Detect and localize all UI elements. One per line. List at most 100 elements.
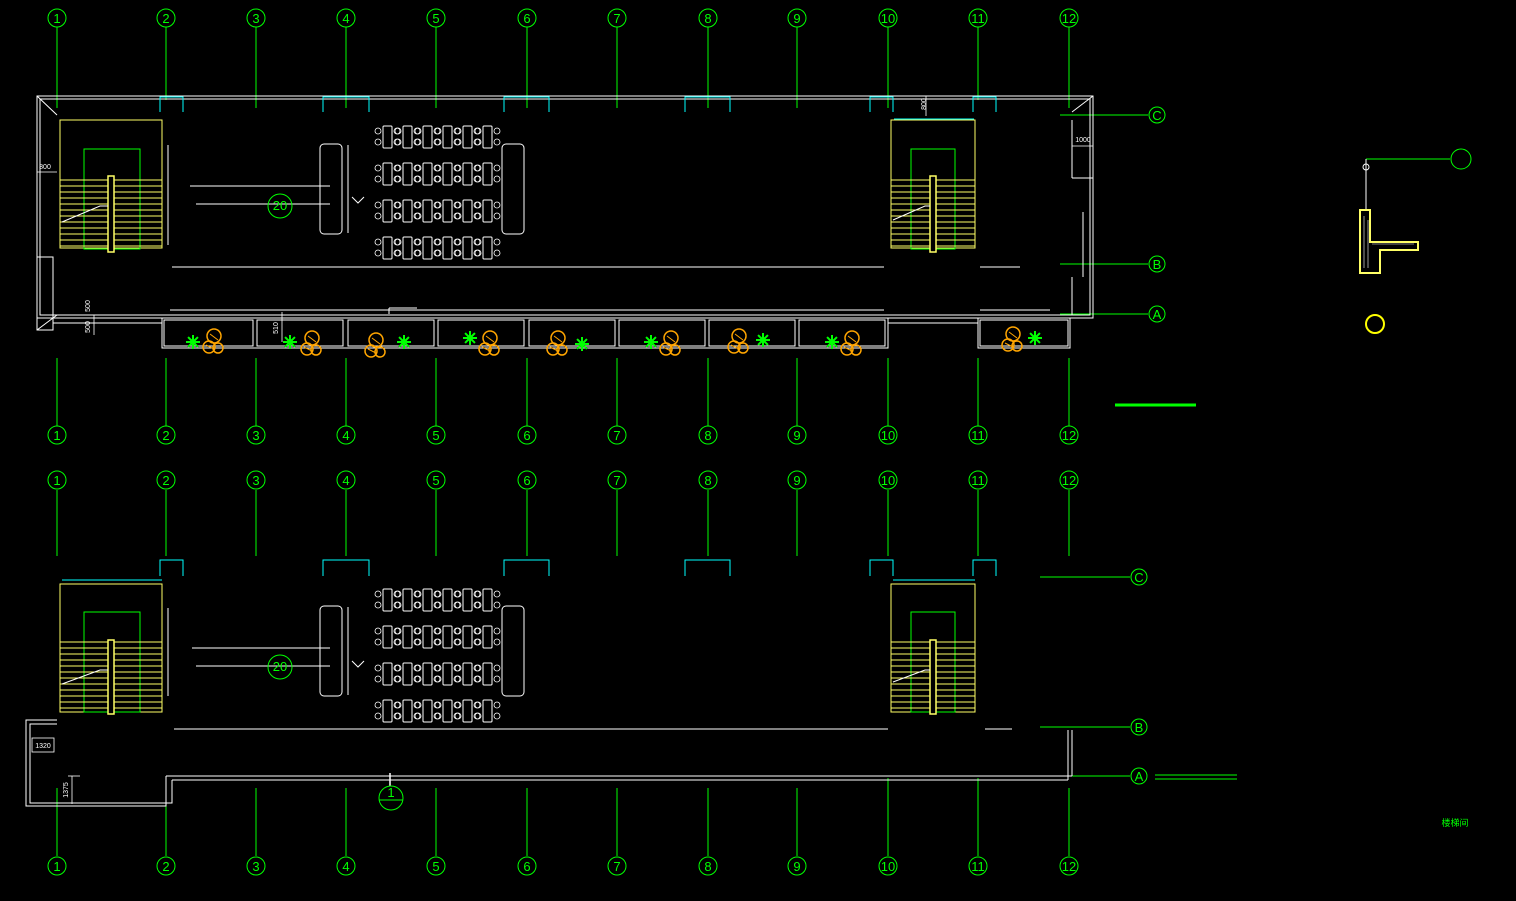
grid-bubble-col-2: 2	[156, 470, 176, 490]
grid-bubble-col-7: 7	[607, 425, 627, 445]
grid-label-col-11: 11	[971, 428, 985, 443]
grid-label-col-8: 8	[704, 428, 711, 443]
seat-desk	[474, 662, 501, 686]
grid-bubble-col-11: 11	[968, 470, 988, 490]
planter-plant-pair	[283, 330, 322, 356]
planter-plant-pair	[644, 330, 681, 356]
upper-dimensions	[37, 96, 1093, 342]
grid-bubble-col-5: 5	[426, 8, 446, 28]
grid-bubble-col-3: 3	[246, 425, 266, 445]
grid-bubble-col-4: 4	[336, 8, 356, 28]
grid-bubble-row-A: A	[1130, 767, 1148, 785]
section-mark-label: 1	[387, 785, 394, 800]
lower-ramp-label: 20	[273, 659, 287, 674]
upper-ramp-arrow	[190, 143, 525, 235]
grid-bubble-col-9: 9	[787, 8, 807, 28]
seat-desk	[374, 625, 401, 649]
grid-bubble-col-10: 10	[878, 470, 898, 490]
lower-right-stair	[890, 583, 976, 715]
grid-bubble-col-12: 12	[1059, 425, 1079, 445]
grid-bubble-col-10: 10	[878, 856, 898, 876]
grid-label-col-1: 1	[53, 11, 60, 26]
green-shrub-icon	[397, 335, 411, 349]
grid-label-row-A: A	[1153, 307, 1162, 322]
grid-bubble-col-6: 6	[517, 856, 537, 876]
planter-plant-pair	[546, 330, 589, 356]
upper-left-stair	[59, 119, 163, 253]
grid-label-col-3: 3	[252, 428, 259, 443]
grid-bubble-col-5: 5	[426, 856, 446, 876]
grid-bubble-col-3: 3	[246, 856, 266, 876]
grid-bubble-row-B: B	[1148, 255, 1166, 273]
grid-label-col-8: 8	[704, 473, 711, 488]
grid-bubble-col-11: 11	[968, 856, 988, 876]
grid-label-col-6: 6	[523, 473, 530, 488]
green-shrub-icon	[644, 335, 658, 349]
seat-desk	[474, 125, 501, 149]
grid-label-col-10: 10	[881, 859, 895, 874]
upper-top-windows	[159, 96, 997, 120]
grid-label-col-12: 12	[1062, 11, 1076, 26]
green-shrub-icon	[463, 331, 477, 345]
green-shrub-icon	[825, 335, 839, 349]
green-shrub-icon	[575, 337, 589, 351]
dim-800-top: 800	[921, 98, 928, 110]
grid-label-col-5: 5	[432, 428, 439, 443]
upper-right-stair	[890, 119, 976, 253]
dim-500-a: 500	[85, 300, 92, 312]
seat-desk	[474, 236, 501, 260]
grid-bubble-col-6: 6	[517, 8, 537, 28]
upper-plants	[186, 326, 1042, 358]
grid-bubble-col-11: 11	[968, 425, 988, 445]
grid-label-col-9: 9	[793, 428, 800, 443]
grid-label-col-9: 9	[793, 473, 800, 488]
seat-desk	[474, 699, 501, 723]
grid-label-col-3: 3	[252, 859, 259, 874]
grid-label-col-6: 6	[523, 11, 530, 26]
grid-label-col-12: 12	[1062, 473, 1076, 488]
grid-label-row-B: B	[1153, 257, 1162, 272]
grid-label-col-5: 5	[432, 859, 439, 874]
grid-label-col-4: 4	[342, 11, 349, 26]
grid-label-row-B: B	[1135, 720, 1144, 735]
grid-label-col-1: 1	[53, 473, 60, 488]
planter-plant-pair	[727, 328, 770, 354]
grid-label-row-A: A	[1135, 769, 1144, 784]
grid-label-col-6: 6	[523, 859, 530, 874]
upper-top-grid-lines	[56, 27, 1070, 108]
wall-section-detail	[1359, 148, 1472, 334]
grid-label-col-7: 7	[613, 428, 620, 443]
planter-plant-pair	[463, 330, 500, 356]
lower-row-grid-lines	[1040, 576, 1130, 777]
small-note-text: 楼梯间	[1441, 817, 1468, 828]
lower-floor-plan: 20 1 1320 1375	[25, 490, 1130, 856]
planter-plant-pair	[1001, 326, 1042, 352]
grid-bubble-col-3: 3	[246, 470, 266, 490]
green-shrub-icon	[186, 335, 200, 349]
grid-bubble-col-4: 4	[336, 425, 356, 445]
grid-bubble-col-2: 2	[156, 425, 176, 445]
grid-label-col-7: 7	[613, 473, 620, 488]
lower-seating-area	[374, 588, 501, 723]
upper-seating-area	[374, 125, 501, 260]
grid-label-col-1: 1	[53, 859, 60, 874]
orange-flower-icon	[727, 328, 749, 354]
grid-bubble-col-2: 2	[156, 856, 176, 876]
planter-plant-pair	[364, 332, 411, 358]
seat-desk	[454, 162, 481, 186]
grid-bubble-col-8: 8	[698, 8, 718, 28]
seat-desk	[454, 588, 481, 612]
lower-top-windows	[62, 559, 997, 581]
grid-label-col-7: 7	[613, 859, 620, 874]
grid-bubble-col-10: 10	[878, 425, 898, 445]
grid-label-col-5: 5	[432, 473, 439, 488]
seat-desk	[474, 199, 501, 223]
seat-desk	[394, 662, 421, 686]
orange-flower-icon	[202, 328, 224, 354]
grid-bubble-col-4: 4	[336, 470, 356, 490]
seat-desk	[414, 125, 441, 149]
dim-510: 510	[273, 322, 280, 334]
grid-bubble-col-1: 1	[47, 470, 67, 490]
